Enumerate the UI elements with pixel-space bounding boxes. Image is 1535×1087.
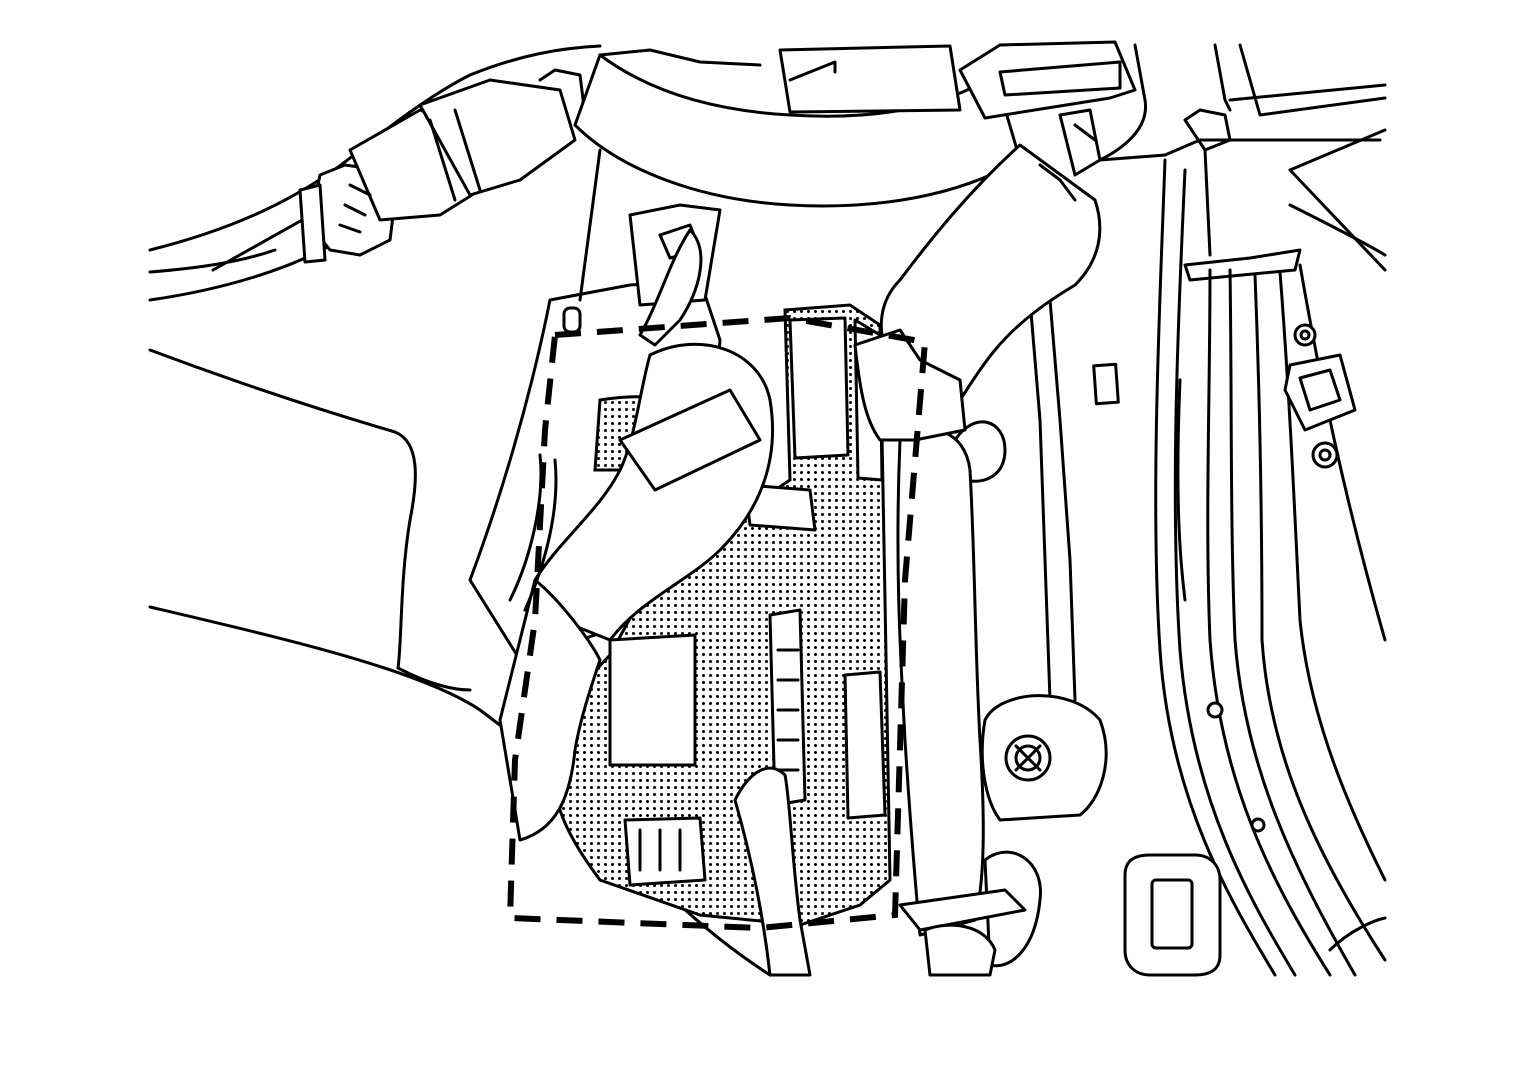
- right-harness-cable: [853, 328, 1027, 977]
- right-trim-channels: [1154, 158, 1387, 977]
- highlighted-module: [548, 303, 892, 927]
- module-label-plate: [608, 633, 697, 767]
- main-harness-tube: [879, 108, 1102, 402]
- front-harness-cable: [498, 228, 812, 977]
- upper-left-connector: [298, 68, 587, 264]
- right-fasteners: [1092, 323, 1357, 977]
- upper-right-structure: [1098, 43, 1387, 282]
- dashed-highlight-outline: [506, 314, 929, 932]
- upper-pipe: [573, 40, 1137, 208]
